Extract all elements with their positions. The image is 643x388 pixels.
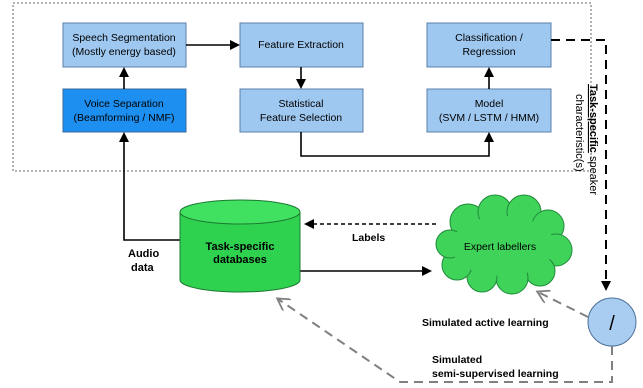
speech-segmentation-box (62, 22, 187, 68)
statistical-label: Statistical (279, 98, 324, 110)
semi-supervised-label: Simulated (432, 354, 482, 366)
speech-segmentation-sublabel: (Mostly energy based) (72, 46, 176, 58)
classification-label: Classification / (455, 32, 523, 44)
expert-labellers-label: Expert labellers (464, 241, 536, 253)
arrow-database-to-separation (119, 132, 180, 241)
model-box (426, 88, 552, 133)
expert-labellers-cloud (435, 194, 573, 295)
database-cylinder (179, 199, 301, 293)
database-label: Task-specific (206, 241, 275, 253)
arrow-active-learning (538, 292, 589, 318)
classification-sublabel: Regression (462, 46, 515, 58)
statistical-feature-selection-box (239, 88, 364, 133)
active-learning-label: Simulated active learning (422, 317, 549, 329)
labels-text: Labels (352, 232, 385, 244)
audio-data-sublabel: data (131, 262, 155, 274)
voice-separation-label: Voice Separation (84, 98, 164, 110)
model-sublabel: (SVM / LSTM / HMM) (439, 112, 539, 124)
database-sublabel: databases (213, 254, 267, 266)
arrow-selection-to-model (300, 132, 494, 157)
speech-segmentation-label: Speech Segmentation (72, 32, 175, 44)
vertical-characteristics-sublabel: characteristic(s) (573, 94, 585, 172)
model-label: Model (475, 98, 504, 110)
feature-extraction-label: Feature Extraction (258, 39, 344, 51)
voice-separation-sublabel: (Beamforming / NMF) (74, 112, 175, 124)
circle-symbol: / (609, 313, 615, 335)
vertical-characteristics-label: Task-specific speaker (587, 84, 599, 195)
voice-separation-box (62, 88, 187, 133)
classification-box (426, 22, 552, 68)
audio-data-label: Audio (128, 248, 159, 260)
feature-selection-label: Feature Selection (260, 112, 342, 124)
arrow-semi-supervised (278, 299, 613, 383)
arrow-classification-to-circle (551, 39, 611, 291)
pipeline-frame (12, 2, 592, 172)
semi-supervised-sublabel: semi-supervised learning (432, 368, 559, 380)
